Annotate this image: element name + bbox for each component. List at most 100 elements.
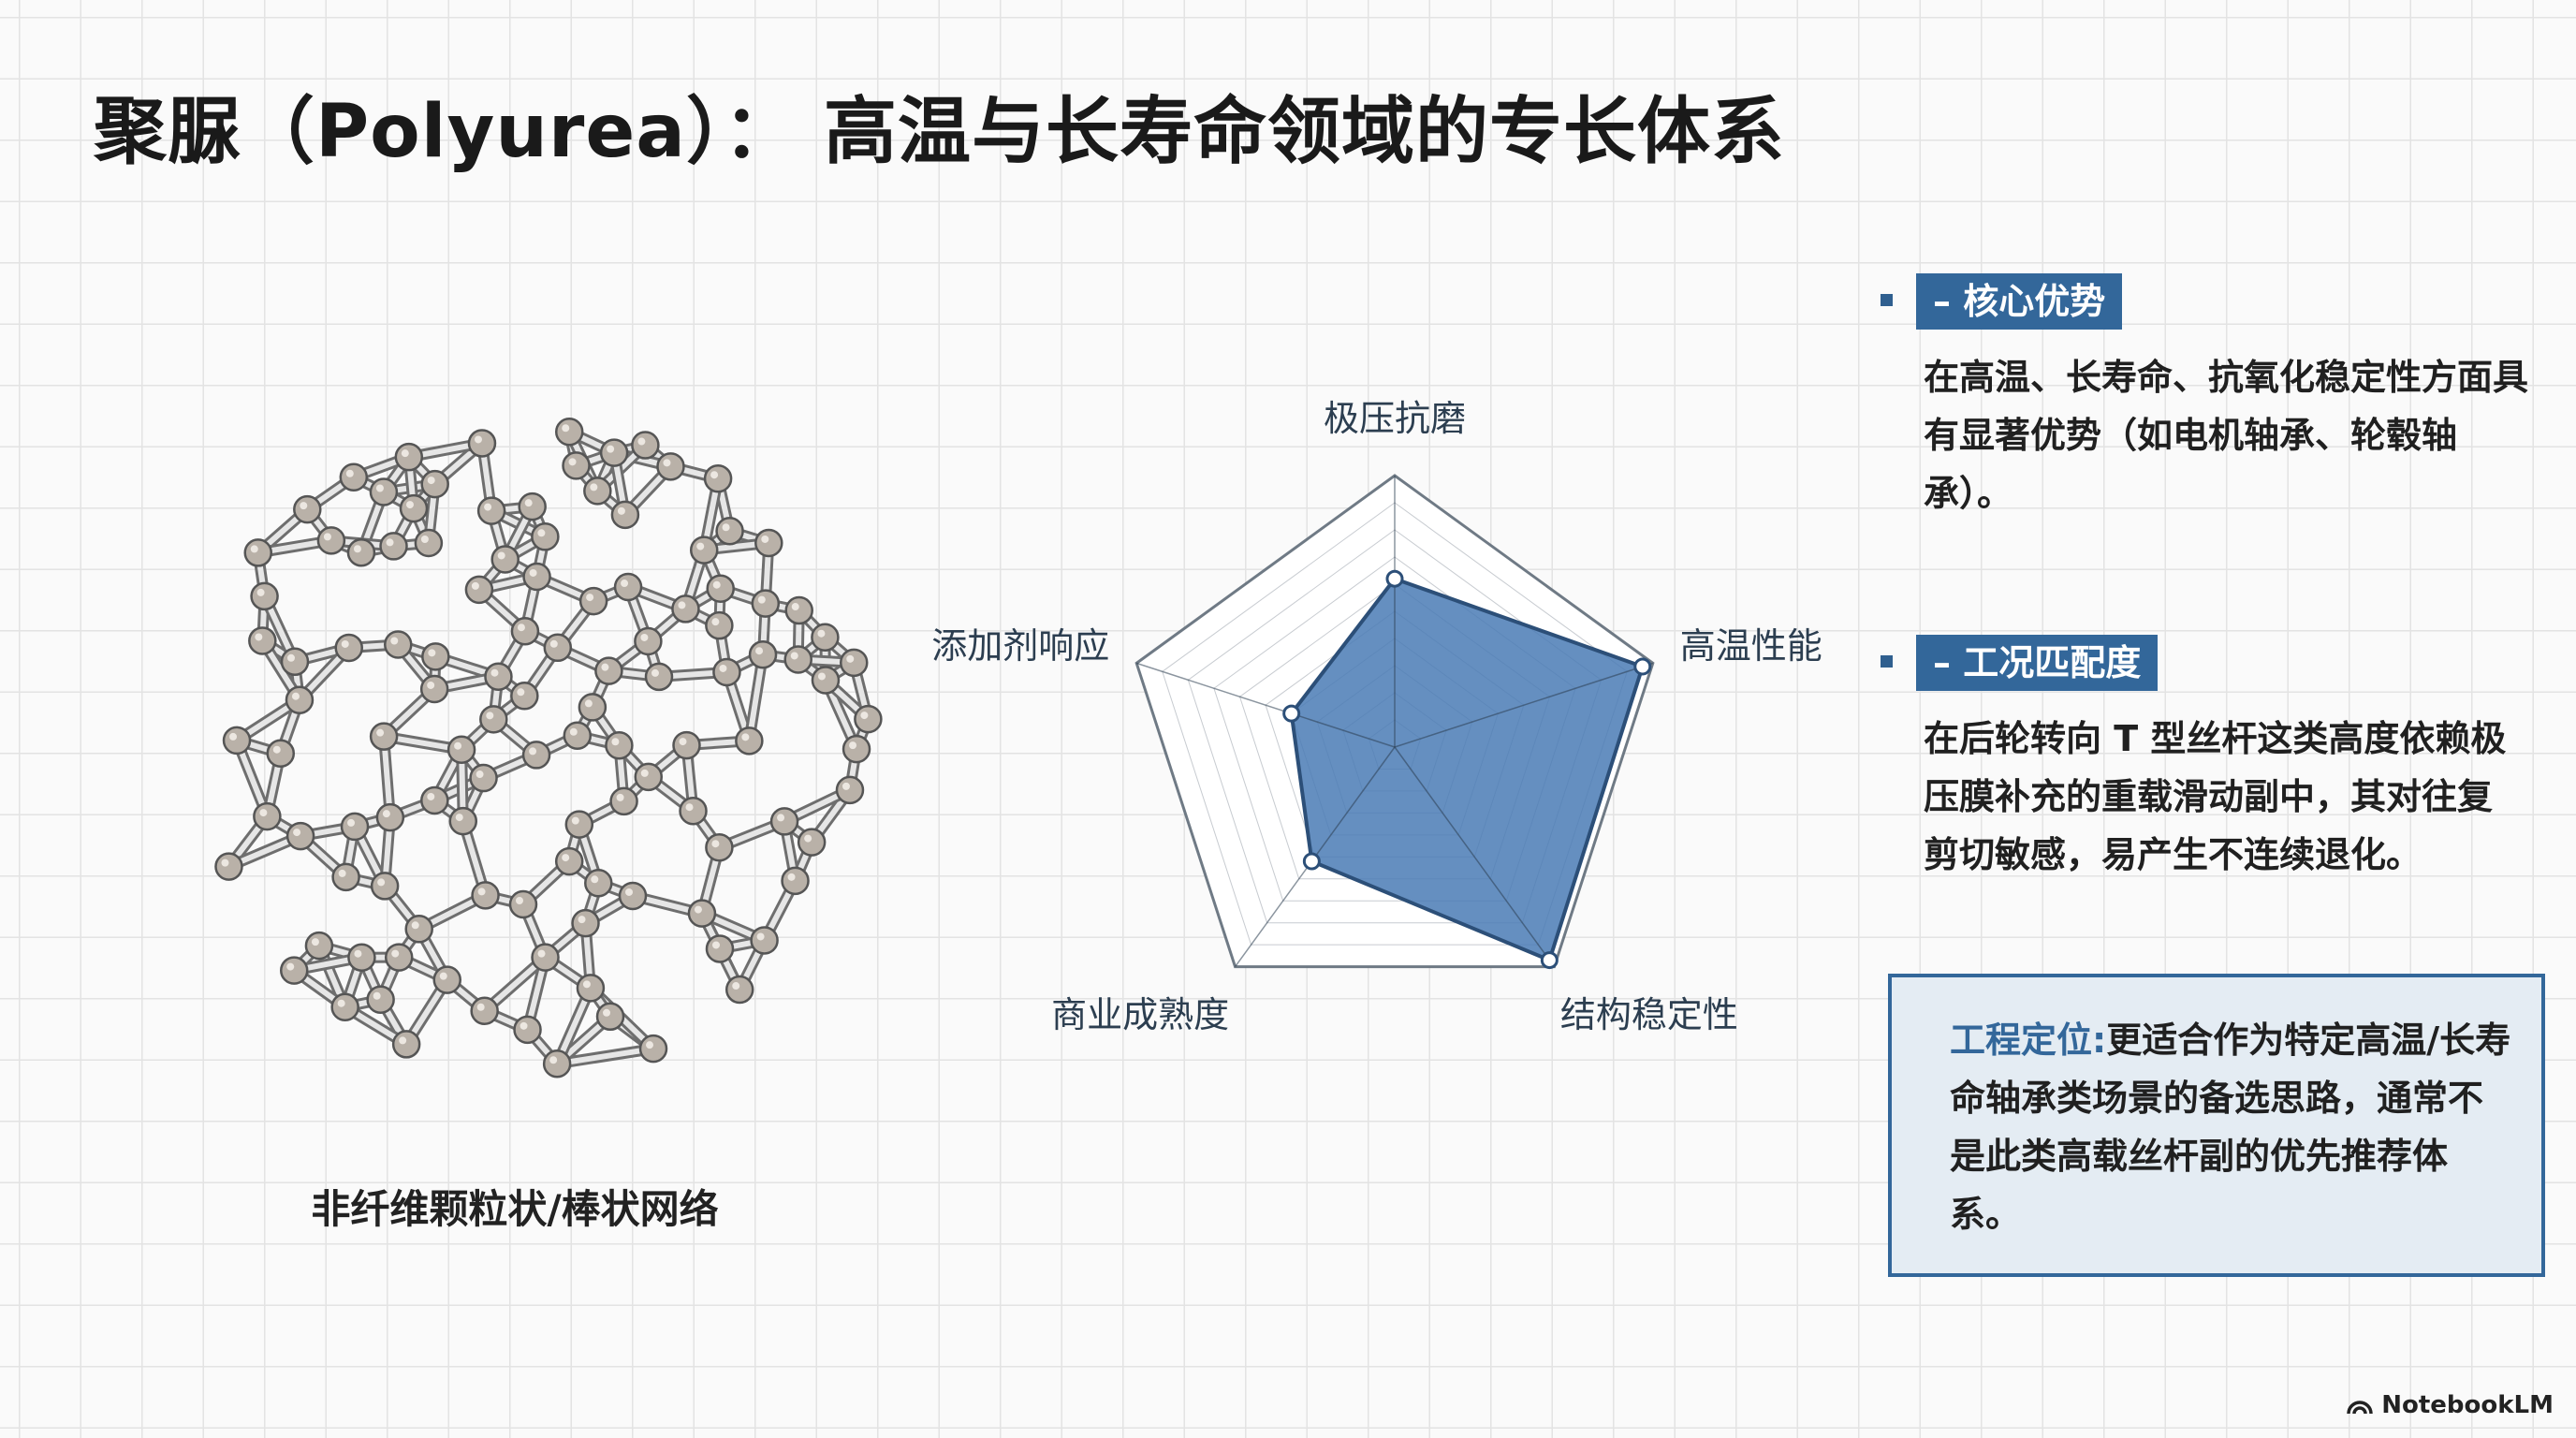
network-particle-highlight [399, 1036, 407, 1045]
network-particle [712, 657, 741, 687]
network-particle-highlight [427, 792, 435, 800]
network-particle-highlight [777, 814, 785, 822]
network-particle-highlight [616, 793, 624, 801]
network-particle [554, 846, 584, 876]
network-particle [609, 786, 638, 816]
network-particle [399, 493, 429, 523]
network-particle-highlight [272, 745, 281, 754]
network-particle-highlight [391, 949, 400, 958]
network-particle-highlight [300, 502, 308, 510]
network-particle [414, 528, 444, 558]
network-particle-highlight [663, 459, 671, 467]
network-particle [222, 726, 252, 756]
section-tag: – 工况匹配度 [1916, 635, 2159, 691]
network-particle [340, 812, 370, 842]
network-particle-highlight [338, 869, 346, 877]
network-particle [346, 537, 376, 567]
network-particle [293, 494, 322, 524]
network-particle [250, 581, 279, 611]
network-particle-highlight [375, 484, 384, 492]
network-particle-highlight [439, 972, 447, 980]
network-particle [253, 801, 282, 831]
network-particle [420, 469, 449, 499]
network-particle [316, 526, 346, 555]
network-particle [705, 832, 734, 862]
network-particle-highlight [590, 483, 598, 492]
network-particle [564, 810, 594, 839]
network-particle-highlight [405, 501, 414, 509]
network-particle-highlight [529, 568, 537, 577]
network-particle [280, 647, 310, 677]
radar-point [1385, 569, 1404, 588]
network-particle [689, 536, 719, 565]
network-particle [347, 943, 376, 972]
network-particle-highlight [601, 663, 609, 671]
network-particle [366, 985, 395, 1015]
network-particle [304, 931, 334, 961]
network-particle-highlight [455, 814, 463, 822]
network-particle-highlight [486, 712, 494, 720]
network-particle [618, 881, 648, 911]
network-particle-highlight [250, 545, 258, 553]
network-particle-highlight [611, 738, 620, 746]
network-particle-highlight [756, 932, 765, 941]
network-particle-highlight [582, 980, 591, 989]
radar-spoke [1394, 662, 1654, 748]
network-particle [750, 926, 779, 955]
network-particle-highlight [584, 699, 593, 708]
network-particle [448, 806, 478, 836]
network-particle-highlight [761, 535, 769, 543]
radar-point [1633, 657, 1652, 676]
network-particle-highlight [578, 916, 586, 924]
network-particle [784, 595, 813, 625]
network-particle-highlight [569, 727, 578, 736]
network-particle [404, 915, 433, 944]
network-particle-highlight [490, 668, 499, 677]
network-particle-highlight [411, 921, 419, 930]
network-particle-highlight [603, 1008, 611, 1017]
network-particle [562, 451, 591, 480]
network-particle-highlight [685, 803, 694, 812]
network-particle-highlight [255, 633, 263, 641]
network-particle [471, 881, 500, 910]
network-particle [384, 943, 414, 972]
engineering-positioning-callout: 工程定位:更适合作为特定高温/长寿命轴承类场景的备选思路，通常不是此类高载丝杆副… [1888, 974, 2545, 1277]
network-particle-highlight [755, 647, 764, 655]
network-particle [266, 739, 296, 768]
network-particle [542, 1049, 572, 1078]
network-particle-highlight [520, 1021, 528, 1030]
network-particle [783, 645, 812, 674]
network-particle-highlight [256, 588, 265, 596]
network-particle-highlight [291, 692, 300, 700]
network-particle [331, 862, 360, 892]
network-particle [214, 852, 243, 881]
network-particle [835, 775, 865, 805]
radar-spoke [1394, 746, 1556, 968]
network-particle [671, 594, 700, 624]
network-particle [638, 1034, 668, 1064]
network-particle-highlight [586, 594, 594, 602]
radar-axis-label: 商业成熟度 [1051, 994, 1229, 1035]
network-particle-highlight [221, 858, 229, 867]
network-particle [748, 639, 778, 669]
network-particle [679, 796, 708, 826]
network-particle [543, 633, 573, 663]
network-particle [724, 975, 754, 1005]
network-particle [754, 528, 783, 558]
radar-axis-label: 添加剂响应 [931, 625, 1109, 667]
network-particle [510, 616, 540, 646]
network-particle-highlight [640, 633, 649, 641]
network-particle [563, 721, 593, 750]
network-particle-highlight [382, 810, 390, 818]
network-particle [811, 666, 841, 695]
network-particle [531, 943, 560, 972]
network-particle [656, 452, 685, 481]
network-particle-highlight [617, 506, 625, 515]
network-particle-highlight [562, 424, 570, 433]
network-particle [578, 693, 607, 722]
network-particle-highlight [484, 503, 492, 511]
network-particle-highlight [311, 938, 319, 946]
network-particle-highlight [621, 580, 629, 588]
network-particle-highlight [428, 649, 436, 657]
